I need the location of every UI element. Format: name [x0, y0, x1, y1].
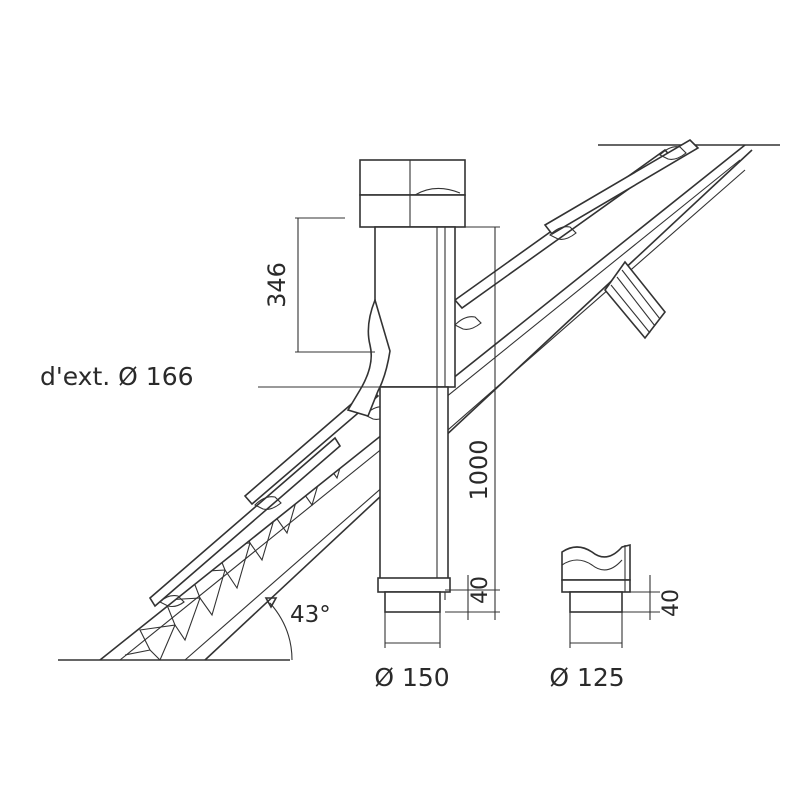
rafter-section — [603, 260, 667, 340]
flue-cap-top — [359, 159, 466, 196]
detail-adapter — [561, 543, 631, 613]
flue-cap-bottom — [359, 194, 466, 228]
outer-diameter-label: d'ext. Ø 166 — [40, 362, 194, 391]
dimension-40-detail: 40 — [622, 575, 684, 620]
dimension-346: 346 — [263, 217, 375, 353]
dimension-outer-diameter: d'ext. Ø 166 — [40, 362, 450, 391]
roof-slab — [99, 138, 753, 661]
height-main-label: 1000 — [465, 439, 493, 500]
diameter-main-label: Ø 150 — [374, 663, 449, 692]
flue-spigot — [384, 591, 441, 613]
dimension-diameter-150: Ø 150 — [374, 612, 450, 692]
flue-lower-pipe — [379, 386, 449, 583]
dimension-40-main: 40 — [445, 575, 500, 620]
diameter-detail-label: Ø 125 — [549, 663, 624, 692]
roof-angle-label: 43° — [290, 602, 331, 628]
height-collar-label: 40 — [468, 576, 493, 604]
height-collar-detail-label: 40 — [659, 589, 684, 617]
flue-pipe — [346, 159, 466, 613]
roof-angle: 43° — [264, 597, 331, 661]
dimension-1000: 1000 — [445, 226, 500, 620]
dimension-diameter-125: Ø 125 — [549, 612, 625, 692]
flue-collar — [377, 577, 451, 593]
height-top-label: 346 — [263, 262, 291, 308]
